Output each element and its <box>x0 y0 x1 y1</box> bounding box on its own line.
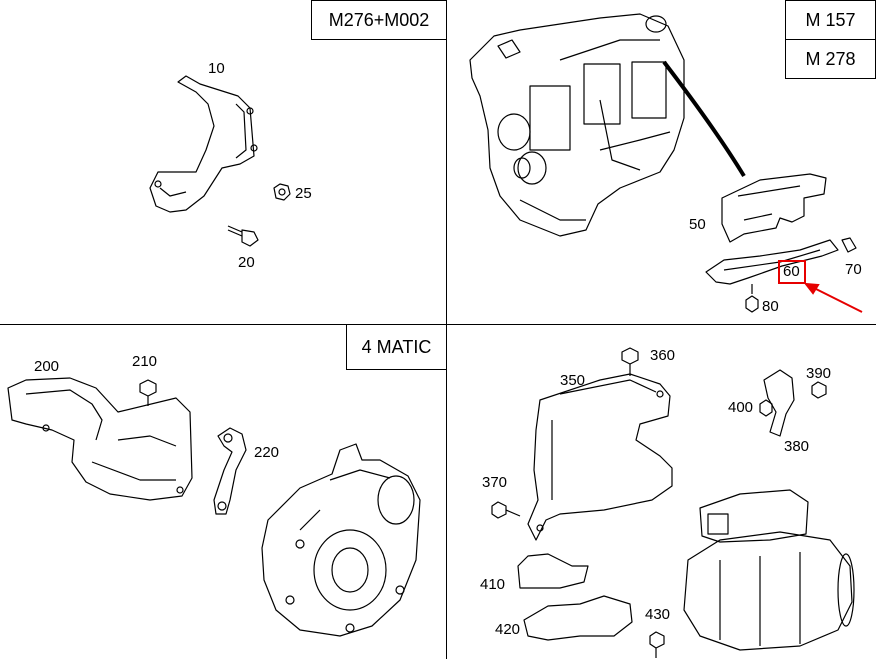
callout-80[interactable]: 80 <box>762 298 779 315</box>
leader-engine-50 <box>662 60 746 178</box>
highlight-box-60 <box>778 260 806 284</box>
bolt-370-drawing <box>491 501 521 519</box>
nut-390-drawing <box>811 381 827 399</box>
shield-50-drawing <box>721 173 827 243</box>
callout-220[interactable]: 220 <box>254 444 280 461</box>
callout-50[interactable]: 50 <box>689 216 706 233</box>
callout-25[interactable]: 25 <box>295 185 312 202</box>
bolt-20-drawing <box>227 225 259 247</box>
nut-400-drawing <box>759 399 773 417</box>
plate-60-drawing <box>705 239 839 285</box>
callout-200[interactable]: 200 <box>34 358 60 375</box>
callout-20[interactable]: 20 <box>238 254 255 271</box>
bolt-80-drawing <box>745 284 759 313</box>
callout-350[interactable]: 350 <box>560 372 586 389</box>
part-420-drawing <box>523 595 633 641</box>
callout-380[interactable]: 380 <box>784 438 810 455</box>
panel-title-bottom-left: 4 MATIC <box>346 324 447 370</box>
bracket-380-drawing <box>763 369 795 437</box>
callout-430[interactable]: 430 <box>645 606 671 623</box>
callout-420[interactable]: 420 <box>495 621 521 638</box>
panel-title-top-left: M276+M002 <box>311 0 447 40</box>
transfer-case-drawing <box>261 443 421 637</box>
engine-drawing <box>469 13 685 237</box>
callout-410[interactable]: 410 <box>480 576 506 593</box>
callout-70[interactable]: 70 <box>845 261 862 278</box>
clip-70-drawing <box>841 237 857 253</box>
panel-title-top-right-1: M 157 <box>785 0 876 40</box>
callout-370[interactable]: 370 <box>482 474 508 491</box>
bolt-430-drawing <box>649 631 665 658</box>
callout-360[interactable]: 360 <box>650 347 676 364</box>
callout-400[interactable]: 400 <box>728 399 754 416</box>
nut-25-drawing <box>273 183 291 201</box>
red-arrow-to-60 <box>803 282 863 313</box>
part-410-drawing <box>517 553 589 589</box>
callout-60[interactable]: 60 <box>783 263 800 280</box>
starter-motor-drawing <box>683 489 855 651</box>
callout-210[interactable]: 210 <box>132 353 158 370</box>
shield-350-drawing <box>527 373 673 541</box>
callout-10[interactable]: 10 <box>208 60 225 77</box>
bracket-220-drawing <box>213 427 247 515</box>
shield-200-drawing <box>7 377 193 501</box>
bolt-360-drawing <box>621 347 639 376</box>
bracket-10-drawing <box>149 75 258 213</box>
panel-title-top-right-2: M 278 <box>785 39 876 79</box>
bolt-210-drawing <box>139 379 157 406</box>
callout-390[interactable]: 390 <box>806 365 832 382</box>
